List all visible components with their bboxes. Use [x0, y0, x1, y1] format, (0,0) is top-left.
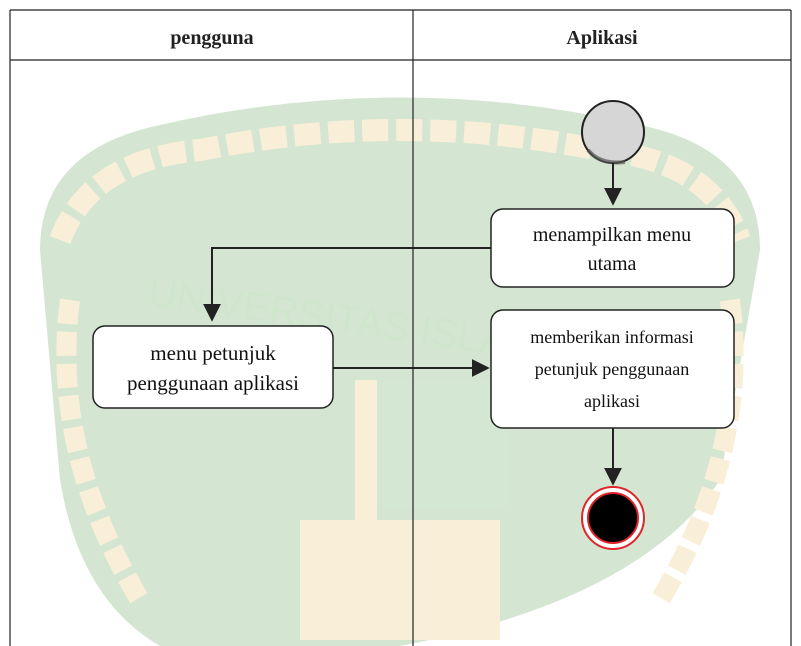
- activity-give-info-line-3: aplikasi: [584, 391, 640, 411]
- end-node: [581, 486, 645, 550]
- lane-title-pengguna: pengguna: [170, 27, 253, 49]
- activity-help-menu: menu petunjuk penggunaan aplikasi: [92, 325, 334, 409]
- activity-show-main-menu-line-2: utama: [588, 253, 637, 275]
- activity-help-menu-line-1: menu petunjuk: [150, 341, 276, 365]
- activity-help-menu-line-2: penggunaan aplikasi: [127, 371, 299, 395]
- swimlane-frame: [9, 9, 792, 646]
- activity-show-main-menu-line-1: menampilkan menu: [533, 224, 691, 246]
- lane-title-aplikasi: Aplikasi: [566, 27, 638, 49]
- activity-give-info-line-1: memberikan informasi: [530, 327, 693, 347]
- start-node: [581, 100, 645, 165]
- watermark-book: [300, 520, 500, 640]
- activity-give-info: memberikan informasi petunjuk penggunaan…: [490, 309, 735, 429]
- flow-main-menu-to-help-menu: [203, 247, 491, 322]
- watermark-wreath-left: [56, 298, 149, 606]
- activity-show-main-menu: menampilkan menu utama: [490, 208, 735, 288]
- watermark-tower: [355, 380, 377, 580]
- watermark-rope: [49, 119, 751, 245]
- activity-give-info-line-2: petunjuk penggunaan: [535, 359, 689, 379]
